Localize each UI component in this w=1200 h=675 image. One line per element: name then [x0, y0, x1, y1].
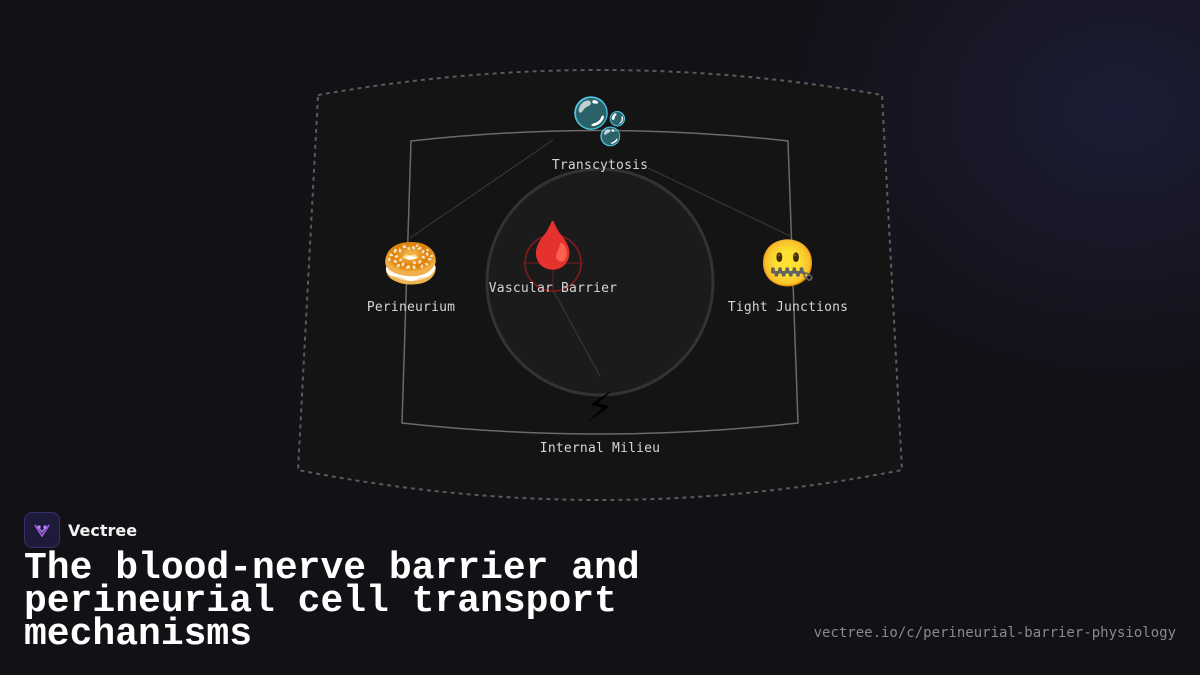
lightning-icon: ⚡	[586, 378, 614, 432]
connector-transcytosis-perineurium	[409, 139, 554, 239]
zipper-mouth-face-icon: 🤐	[759, 236, 817, 290]
inner-boundary	[401, 129, 799, 435]
connector-transcytosis-tight-junctions	[647, 167, 791, 237]
connector-center-internal-milieu	[552, 289, 601, 377]
node-label-transcytosis: Transcytosis	[551, 158, 649, 173]
brand-name: Vectree	[68, 520, 138, 540]
brand: Vectree	[24, 512, 137, 548]
page-title: The blood-nerve barrier and perineurial …	[24, 547, 640, 656]
source-url: vectree.io/c/perineurial-barrier-physiol…	[813, 625, 1176, 641]
bagel-icon: 🥯	[382, 236, 440, 290]
central-circle	[485, 167, 715, 397]
node-label-perineurium: Perineurium	[366, 300, 456, 315]
vectree-logo-icon	[24, 512, 60, 548]
node-label-tight-junctions: Tight Junctions	[727, 300, 849, 315]
bubbles-icon: 🫧	[571, 94, 629, 148]
blood-drop-icon: 🩸	[524, 218, 582, 272]
node-label-internal-milieu: Internal Milieu	[539, 441, 661, 456]
center-label: Vascular Barrier	[488, 281, 618, 296]
